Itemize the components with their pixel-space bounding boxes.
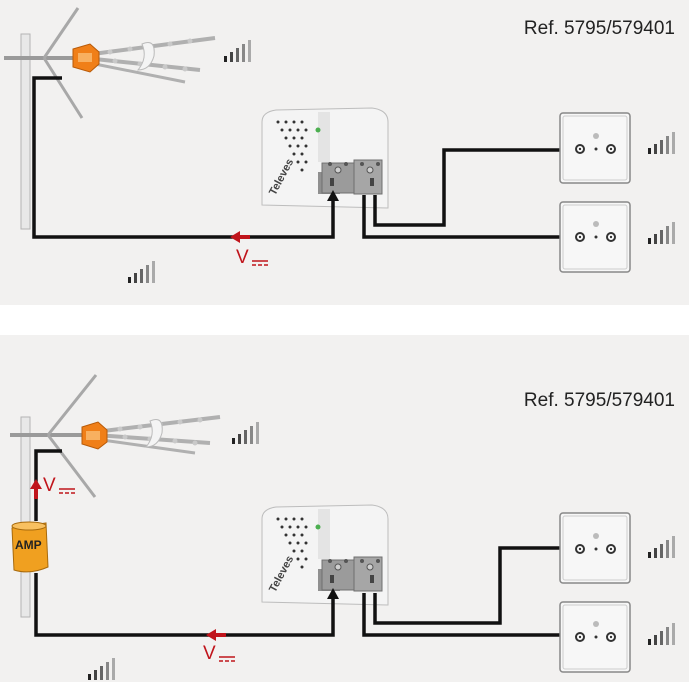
voltage-arrow (230, 231, 250, 243)
signal-strength-icon (128, 261, 155, 283)
dc-symbol (252, 260, 268, 266)
wall-socket-icon (559, 112, 631, 184)
antenna-icon (10, 374, 221, 498)
wall-socket-icon (559, 201, 631, 273)
amplifier-icon (11, 521, 49, 573)
diagram-with-amplifier: Ref. 5795/579401 (0, 335, 689, 682)
antenna-mast (20, 416, 31, 618)
signal-strength-icon (648, 222, 675, 244)
voltage-arrow (206, 629, 226, 641)
diagram-drawing: Televes (4, 7, 675, 283)
signal-strength-icon (88, 658, 115, 680)
signal-strength-icon (232, 422, 259, 444)
antenna-mast (20, 33, 31, 230)
voltage-label: V (43, 475, 56, 496)
voltage-arrow (30, 479, 42, 499)
arrow-icon (327, 588, 339, 599)
reference-label: Ref. 5795/579401 (523, 390, 675, 411)
signal-strength-icon (224, 40, 251, 62)
voltage-label: V (203, 643, 216, 664)
wall-socket-icon (559, 512, 631, 584)
signal-strength-icon (648, 132, 675, 154)
arrow-icon (327, 190, 339, 201)
coax-cables (32, 76, 560, 239)
diagram-drawing: Televes (10, 374, 675, 680)
dc-symbol (219, 656, 235, 662)
signal-strength-icon (648, 623, 675, 645)
reference-label: Ref. 5795/579401 (523, 18, 675, 39)
signal-strength-icon (648, 536, 675, 558)
dc-symbol (59, 488, 75, 494)
amplifier-label: AMP (15, 538, 42, 552)
voltage-label: V (236, 247, 249, 268)
power-supply-icon: Televes (261, 107, 389, 209)
antenna-icon (4, 7, 216, 119)
diagram-without-amplifier: Ref. 5795/579401 (0, 0, 689, 305)
power-supply-icon: Televes (261, 504, 389, 606)
wall-socket-icon (559, 601, 631, 673)
